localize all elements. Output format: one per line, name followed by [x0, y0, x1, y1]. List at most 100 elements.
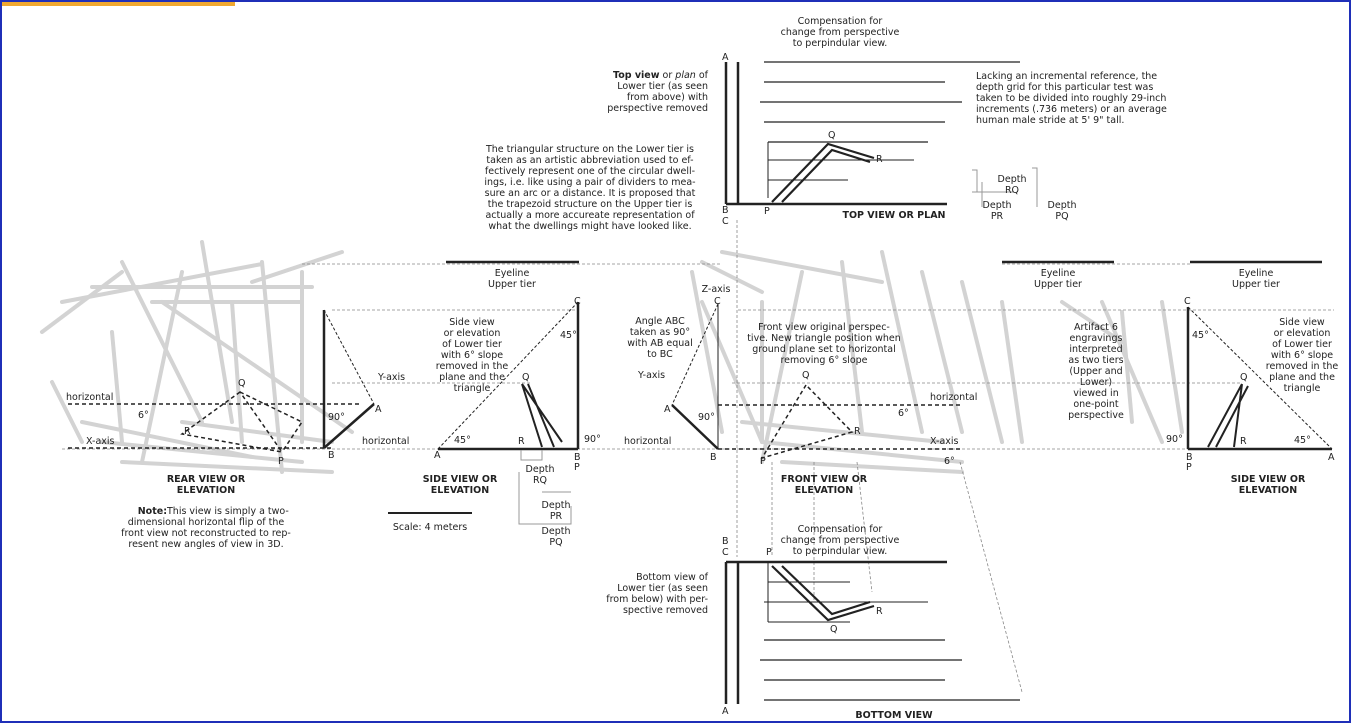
- sketch-stroke: [1160, 300, 1184, 434]
- point-r-front: R: [854, 426, 861, 437]
- rear-note-label: Note:: [138, 506, 167, 517]
- sketch-stroke: [720, 250, 884, 284]
- point-r-bottom: R: [876, 606, 883, 617]
- side-view-left-label: with 6° slope: [441, 350, 503, 361]
- front-view-label: ground plane set to horizontal: [752, 344, 896, 355]
- depth-rq-label: Depth: [998, 174, 1027, 185]
- triangular-structure-note: The triangular structure on the Lower ti…: [485, 144, 694, 155]
- depth-grid-note: depth grid for this particular test was: [976, 82, 1153, 93]
- ninety-degree-label: 90°: [584, 434, 601, 445]
- sketch-stroke: [760, 440, 964, 464]
- side-view-right-title: SIDE VIEW OR: [1231, 474, 1306, 485]
- side-view-right-label: plane and the: [1269, 372, 1335, 383]
- front-view-label: removing 6° slope: [780, 355, 867, 366]
- sketch-stroke: [80, 420, 254, 459]
- x-axis-label: X-axis: [930, 436, 959, 447]
- depth-pr-label: Depth: [542, 500, 571, 511]
- side-view-right-label: of Lower tier: [1272, 339, 1332, 350]
- point-p-side: P: [574, 462, 580, 473]
- point-r-rear: R: [184, 426, 191, 437]
- sketch-stroke: [50, 380, 84, 444]
- side-view-right-title: ELEVATION: [1239, 485, 1297, 496]
- front-view-label: tive. New triangle position when: [747, 333, 901, 344]
- sketch-stroke: [230, 300, 244, 444]
- artifact-sketch: [40, 240, 1184, 474]
- angle-abc-note: taken as 90°: [630, 327, 690, 338]
- sketch-stroke: [60, 262, 264, 304]
- eyeline-label: Eyeline: [495, 268, 530, 279]
- sketch-stroke: [700, 260, 764, 294]
- side-view-left-label: triangle: [454, 383, 491, 394]
- horizontal-label: horizontal: [930, 392, 977, 403]
- depth-pr-label: PR: [991, 211, 1004, 222]
- triangular-structure-note: taken as an artistic abbreviation used t…: [486, 155, 693, 166]
- triangular-structure-note: the trapezoid structure on the Upper tie…: [488, 199, 693, 210]
- point-q-rear: Q: [238, 378, 245, 389]
- point-b-top: B: [722, 205, 729, 216]
- artifact-note: Lower): [1080, 377, 1112, 388]
- bottom-compensation-text: to perpindular view.: [793, 546, 888, 557]
- top-view-plan: [724, 61, 1038, 207]
- point-q-bottom: Q: [830, 624, 837, 635]
- sketch-stroke: [740, 420, 944, 444]
- front-view-title: ELEVATION: [795, 485, 853, 496]
- forty-five-degree-label: 45°: [1192, 330, 1209, 341]
- forty-five-degree-label: 45°: [560, 330, 577, 341]
- eyeline-label: Upper tier: [1034, 279, 1082, 290]
- depth-rq-label: RQ: [1005, 185, 1019, 196]
- point-p-bottom: P: [766, 547, 772, 558]
- sketch-stroke: [140, 270, 184, 464]
- side-view-left-label: of Lower tier: [442, 339, 502, 350]
- sketch-stroke: [700, 300, 764, 444]
- rear-view-title: REAR VIEW OR: [167, 474, 246, 485]
- side-view-left-label: plane and the: [439, 372, 505, 383]
- point-b-rear: B: [328, 450, 335, 461]
- side-view-right-label: removed in the: [1266, 361, 1339, 372]
- depth-pq-label: Depth: [542, 526, 571, 537]
- eyeline-label: Eyeline: [1041, 268, 1076, 279]
- sketch-stroke: [1100, 300, 1164, 444]
- point-a-side-right: A: [1328, 452, 1335, 463]
- artifact-note: one-point: [1073, 399, 1119, 410]
- side-view-left-label: or elevation: [444, 328, 501, 339]
- depth-pq-label: Depth: [1048, 200, 1077, 211]
- top-view-label: from above) with: [627, 92, 708, 103]
- triangular-structure-note: ings, i.e. like using a pair of dividers…: [484, 177, 695, 188]
- top-compensation-text: change from perspective: [781, 27, 900, 38]
- forty-five-degree-label: 45°: [1294, 435, 1311, 446]
- ninety-degree-label: 90°: [328, 412, 345, 423]
- rear-view: [68, 309, 375, 454]
- side-view-right-label: with 6° slope: [1271, 350, 1333, 361]
- sketch-stroke: [120, 460, 334, 474]
- depth-grid-note: human male stride at 5' 9" tall.: [976, 115, 1124, 126]
- sketch-stroke: [180, 420, 334, 444]
- guide-lines: [62, 220, 1334, 693]
- sketch-stroke: [120, 260, 204, 424]
- angle-abc-note: with AB equal: [627, 338, 693, 349]
- bottom-view-label: spective removed: [623, 605, 708, 616]
- point-c-bottom: C: [722, 547, 729, 558]
- forty-five-degree-label: 45°: [454, 435, 471, 446]
- y-axis-label: Y-axis: [377, 372, 405, 383]
- triangular-structure-note: what the dwellings might have looked lik…: [488, 221, 691, 232]
- point-q-top: Q: [828, 130, 835, 141]
- point-b-front: B: [710, 452, 717, 463]
- front-view: [671, 303, 962, 460]
- depth-grid-note: taken to be divided into roughly 29-inch: [976, 93, 1166, 104]
- point-b-bottom: B: [722, 536, 729, 547]
- sketch-stroke: [1000, 300, 1024, 444]
- eyeline-label: Upper tier: [488, 279, 536, 290]
- point-b-side-right: B: [1186, 452, 1193, 463]
- rear-note-text: This view is simply a two-: [166, 506, 289, 517]
- depth-grid-note: Lacking an incremental reference, the: [976, 71, 1157, 82]
- sketch-stroke: [780, 460, 964, 474]
- top-compensation-text: to perpindular view.: [793, 38, 888, 49]
- bottom-view-label: from below) with per-: [606, 594, 708, 605]
- horizontal-label: horizontal: [66, 392, 113, 403]
- rear-note-text: resent new angles of view in 3D.: [128, 539, 283, 550]
- depth-rq-label: Depth: [526, 464, 555, 475]
- sketch-stroke: [960, 280, 1004, 444]
- point-q-side: Q: [522, 372, 529, 383]
- z-axis-label: Z-axis: [702, 284, 731, 295]
